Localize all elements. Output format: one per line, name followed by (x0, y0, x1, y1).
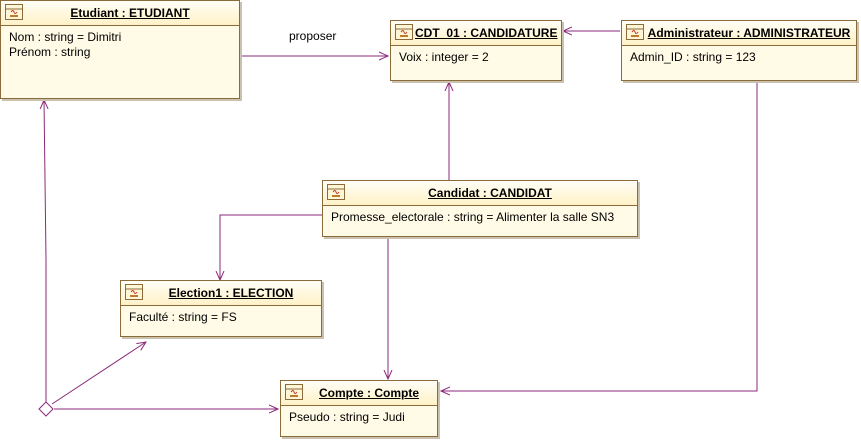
object-header: Compte : Compte (281, 381, 437, 406)
class-object-icon (285, 384, 303, 400)
class-object-icon (5, 4, 23, 20)
object-header: Administrateur : ADMINISTRATEUR (622, 21, 856, 46)
attribute: Prénom : string (9, 45, 91, 59)
object-title: CDT_01 : CANDIDATURE (415, 26, 558, 40)
object-title: Etudiant : ETUDIANT (70, 6, 190, 20)
aggregation-diamond (38, 401, 54, 417)
attribute: Promesse_electorale : string = Alimenter… (331, 210, 615, 224)
link-aggregation-election (51, 342, 146, 405)
object-administrateur[interactable]: Administrateur : ADMINISTRATEUR Admin_ID… (621, 20, 857, 81)
object-candidat[interactable]: Candidat : CANDIDAT Promesse_electorale … (322, 180, 638, 237)
object-title: Candidat : CANDIDAT (428, 186, 552, 200)
object-header: CDT_01 : CANDIDATURE (391, 21, 561, 46)
class-object-icon (626, 24, 644, 40)
object-etudiant[interactable]: Etudiant : ETUDIANT Nom : string = Dimit… (0, 0, 240, 99)
object-header: Election1 : ELECTION (121, 281, 321, 306)
link-admin-compte (441, 80, 758, 391)
class-object-icon (125, 284, 143, 300)
object-header: Etudiant : ETUDIANT (1, 1, 239, 26)
proposer-label: proposer (289, 29, 337, 43)
link-aggregation-etudiant (44, 100, 46, 402)
link-candidat-election (220, 214, 322, 280)
attribute: Voix : integer = 2 (399, 50, 489, 64)
object-title: Compte : Compte (319, 386, 419, 400)
class-object-icon (395, 24, 413, 40)
object-title: Administrateur : ADMINISTRATEUR (647, 26, 851, 40)
object-candidature[interactable]: CDT_01 : CANDIDATURE Voix : integer = 2 (390, 20, 562, 81)
attribute: Faculté : string = FS (129, 310, 237, 324)
attribute: Admin_ID : string = 123 (630, 50, 756, 64)
object-title: Election1 : ELECTION (168, 286, 294, 300)
object-compte[interactable]: Compte : Compte Pseudo : string = Judi (280, 380, 438, 437)
object-header: Candidat : CANDIDAT (323, 181, 637, 206)
attribute: Nom : string = Dimitri (9, 30, 122, 44)
attribute: Pseudo : string = Judi (289, 410, 405, 424)
object-election[interactable]: Election1 : ELECTION Faculté : string = … (120, 280, 322, 337)
class-object-icon (327, 184, 345, 200)
